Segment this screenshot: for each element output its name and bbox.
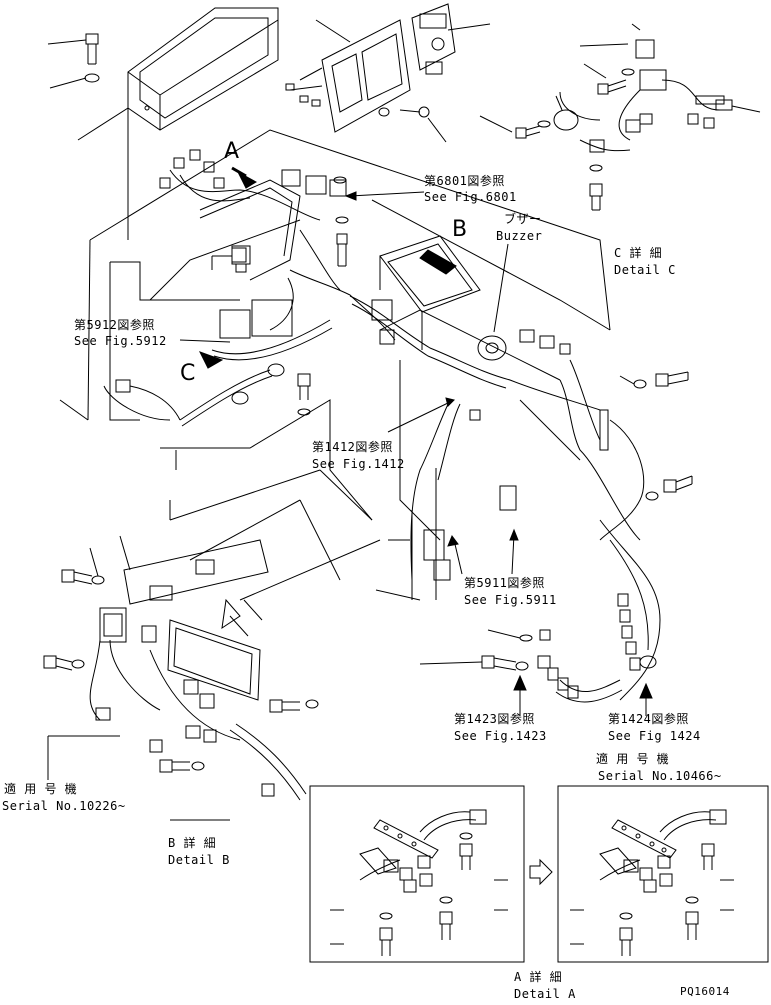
- callout-buzzer-jp: ブザー: [504, 212, 542, 226]
- marker-c: C: [180, 361, 196, 386]
- callout-1424-en: See Fig 1424: [608, 729, 701, 743]
- bolt-center-6801: [333, 176, 349, 267]
- connector-5911: [388, 468, 517, 600]
- chassis-outline: [59, 129, 611, 601]
- bolt-1423: [419, 655, 529, 671]
- marker-a: A: [224, 139, 240, 164]
- connector-1423: [487, 629, 579, 699]
- controller-box: [379, 235, 481, 350]
- serial-right-jp: 適 用 号 機: [596, 752, 670, 766]
- serial-left-jp: 適 用 号 機: [4, 782, 78, 796]
- callout-5912-en: See Fig.5912: [74, 334, 167, 348]
- marker-a-arrow: [231, 166, 257, 189]
- callout-5911-jp: 第5911図参照: [464, 576, 545, 590]
- bolt-left-middle: [297, 373, 311, 416]
- marker-c-area: [103, 299, 333, 427]
- callout-buzzer-en: Buzzer: [496, 229, 543, 243]
- monitor-panel: [285, 19, 411, 133]
- center-harness: [349, 295, 641, 581]
- callout-5911-en: See Fig.5911: [464, 593, 557, 607]
- detail-a-box-new: [557, 785, 769, 963]
- detail-a-box-old: [309, 785, 525, 963]
- switch-unit-top: [411, 3, 491, 75]
- bolt-right-upper: [619, 371, 689, 389]
- leader-lines: [179, 191, 519, 575]
- buzzer: [477, 243, 509, 361]
- eye-bolt-top: [378, 106, 447, 143]
- callout-1424-jp: 第1424図参照: [608, 712, 689, 726]
- relay-left: [211, 245, 251, 273]
- callout-6801-jp: 第6801図参照: [424, 174, 505, 188]
- detail-c-title-en: Detail C: [614, 263, 676, 277]
- bolts-detail-b: [43, 535, 319, 773]
- detail-a-title-jp: A 詳 細: [514, 970, 563, 984]
- callout-1412-en: See Fig.1412: [312, 457, 405, 471]
- callout-1412-jp: 第1412図参照: [312, 440, 393, 454]
- mount-bracket-top-left: [127, 7, 279, 240]
- upper-harness: [159, 149, 396, 341]
- callout-1423-jp: 第1423図参照: [454, 712, 535, 726]
- marker-b: B: [452, 217, 468, 242]
- detail-c-drawing: [479, 23, 761, 211]
- right-harness-loop: [555, 419, 661, 703]
- drawing-code: PQ16014: [680, 985, 730, 998]
- detail-a-new-drawing: [570, 809, 734, 956]
- callout-5912-jp: 第5912図参照: [74, 318, 155, 332]
- detail-c-title-jp: C 詳 細: [614, 246, 663, 260]
- serial-left-en: Serial No.10226~: [2, 799, 126, 813]
- bolt-top-left: [47, 33, 100, 89]
- detail-a-old-drawing: [330, 809, 508, 956]
- callout-1423-en: See Fig.1423: [454, 729, 547, 743]
- detail-b-drawing: [89, 539, 307, 801]
- transition-arrow: [529, 858, 553, 886]
- callout-6801-en: See Fig.6801: [424, 190, 517, 204]
- bolt-right-middle: [645, 475, 693, 501]
- detail-a-title-en: Detail A: [514, 987, 576, 1001]
- serial-right-en: Serial No.10466~: [598, 769, 722, 783]
- detail-b-title-en: Detail B: [168, 853, 230, 867]
- detail-b-title-jp: B 詳 細: [168, 836, 217, 850]
